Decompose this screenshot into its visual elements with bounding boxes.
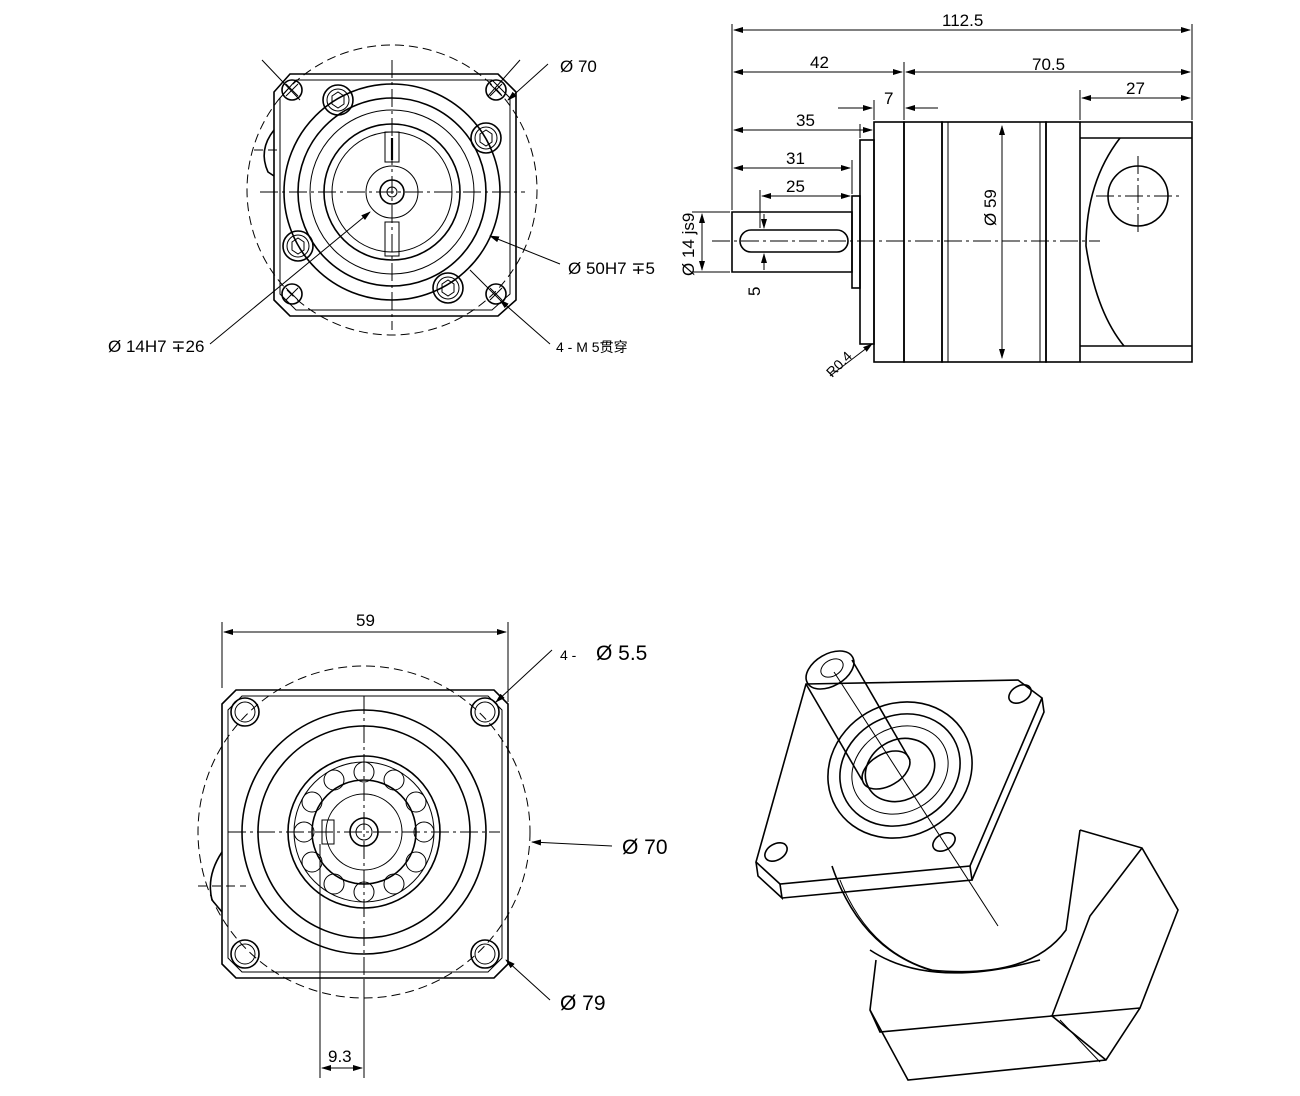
dim-35: 35 <box>796 111 815 130</box>
label-dia70-rear: Ø 70 <box>622 836 668 859</box>
label-holes-m5: 4 - M 5贯穿 <box>556 339 628 355</box>
rear-corner-hole <box>470 697 500 727</box>
dim-7: 7 <box>884 89 893 108</box>
label-dia50: Ø 50H7 ∓5 <box>568 259 655 278</box>
dim-25: 25 <box>786 177 805 196</box>
front-corner-hole <box>281 283 303 305</box>
dim-31: 31 <box>786 149 805 168</box>
label-holes-count: 4 - <box>560 647 577 663</box>
label-dia70-front: Ø 70 <box>560 57 597 76</box>
dim-shaft: Ø 14 js9 <box>679 213 698 276</box>
front-corner-hole <box>281 79 303 101</box>
front-corner-hole <box>485 79 507 101</box>
dim-27: 27 <box>1126 79 1145 98</box>
hex-bolt <box>432 272 464 304</box>
bearing-rollers <box>293 761 435 903</box>
dim-dia59: Ø 59 <box>981 189 1000 226</box>
side-view: 112.5 42 70.5 27 7 35 31 25 Ø 59 Ø 14 js… <box>679 11 1193 380</box>
dim-70-5: 70.5 <box>1032 55 1065 74</box>
isometric-view <box>755 650 1179 1081</box>
label-hole-dia: Ø 5.5 <box>596 642 647 665</box>
label-dia79: Ø 79 <box>560 992 606 1015</box>
rear-view: 59 4 - Ø 5.5 Ø 70 Ø 79 9.3 <box>197 611 668 1078</box>
dim-9-3: 9.3 <box>328 1047 352 1066</box>
rear-corner-hole <box>470 939 500 969</box>
dim-key: 5 <box>745 287 764 296</box>
front-view: Ø 70 Ø 50H7 ∓5 Ø 14H7 ∓26 4 - M 5贯穿 <box>108 44 655 356</box>
front-corner-hole <box>485 283 507 305</box>
rear-corner-hole <box>230 697 260 727</box>
hex-bolt <box>282 230 314 262</box>
dim-radius: R0.4 <box>823 348 855 380</box>
dim-overall: 112.5 <box>942 11 983 30</box>
hex-bolt <box>322 84 354 116</box>
dim-42: 42 <box>810 53 829 72</box>
rear-corner-hole <box>230 939 260 969</box>
hex-bolt <box>470 122 502 154</box>
label-dia14: Ø 14H7 ∓26 <box>108 337 204 356</box>
dim-59: 59 <box>356 611 375 630</box>
